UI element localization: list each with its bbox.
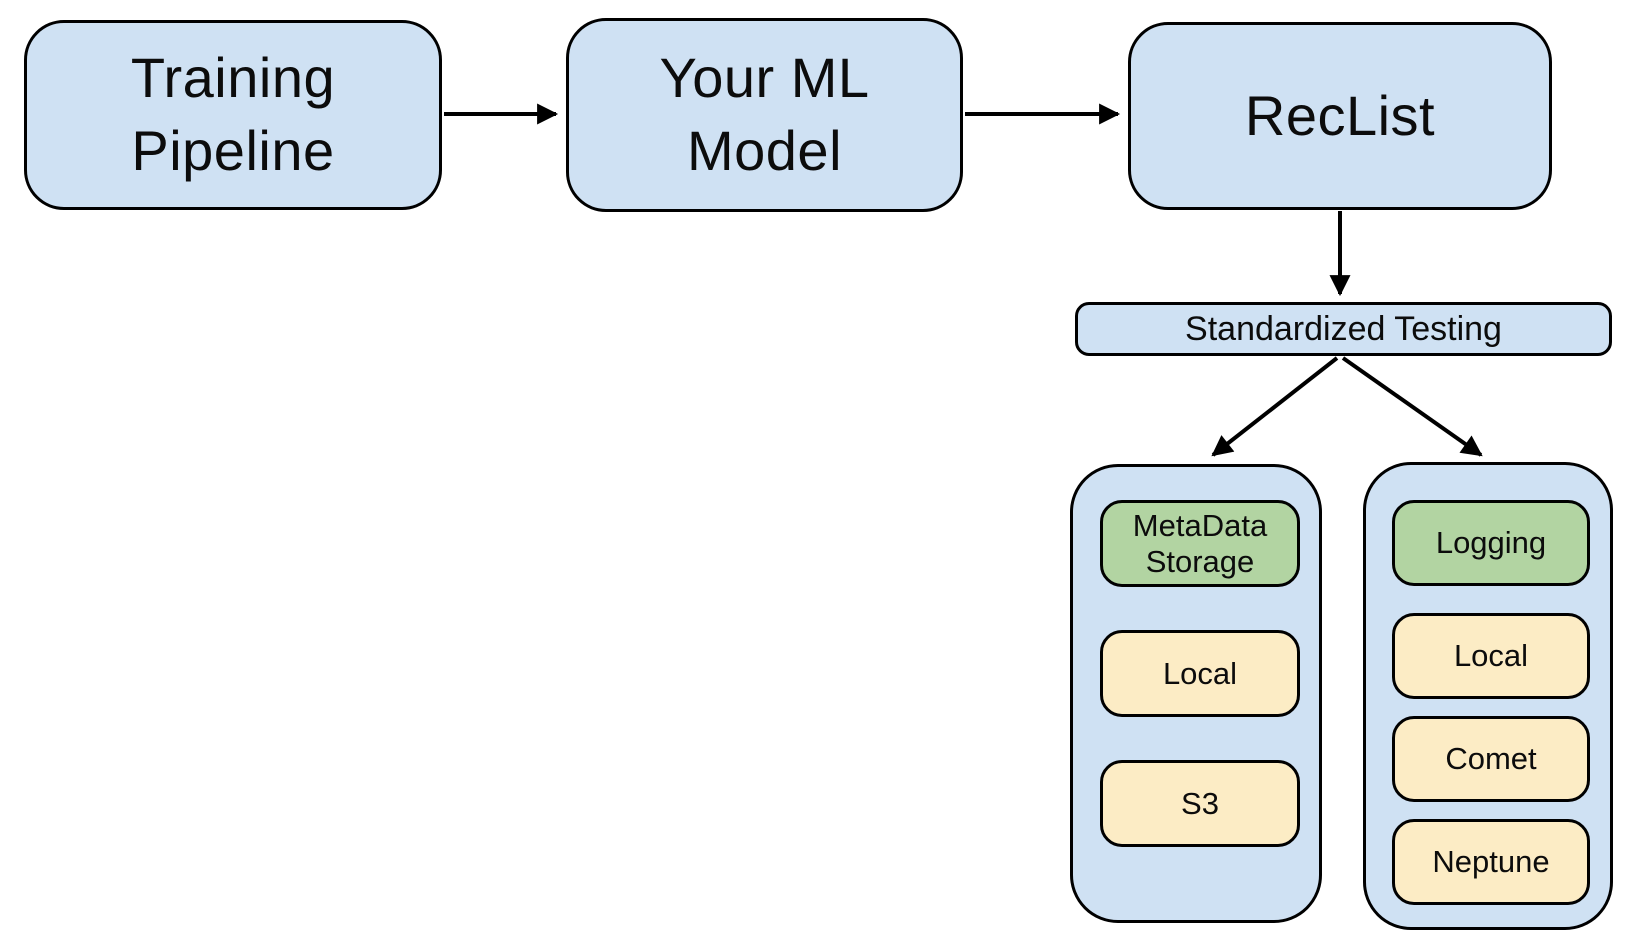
node-logging-comet: Comet bbox=[1392, 716, 1590, 802]
node-label-line: Storage bbox=[1145, 543, 1255, 579]
node-training-pipeline: Training Pipeline bbox=[24, 20, 442, 210]
node-label: Standardized Testing bbox=[1185, 309, 1502, 348]
node-storage-local: Local bbox=[1100, 630, 1300, 717]
node-standardized-testing: Standardized Testing bbox=[1075, 302, 1612, 356]
node-label: Logging bbox=[1435, 525, 1547, 561]
node-label: Local bbox=[1162, 655, 1238, 691]
node-logging-local: Local bbox=[1392, 613, 1590, 699]
node-label-line: Training bbox=[130, 46, 336, 110]
node-label-line: Model bbox=[686, 119, 843, 182]
node-label: Comet bbox=[1445, 741, 1537, 777]
node-reclist: RecList bbox=[1128, 22, 1552, 210]
node-logging-header: Logging bbox=[1392, 500, 1590, 586]
node-label-line: Pipeline bbox=[131, 119, 335, 182]
node-metadata-storage-header: MetaData Storage bbox=[1100, 500, 1300, 587]
connector-testing-to-metadata-group bbox=[1211, 356, 1339, 457]
node-label: Local bbox=[1453, 638, 1529, 674]
group-metadata-storage: MetaData Storage Local S3 bbox=[1070, 464, 1322, 923]
node-label-line: MetaData bbox=[1132, 507, 1268, 543]
connector-testing-to-logging-group bbox=[1341, 356, 1483, 457]
node-label: Neptune bbox=[1432, 844, 1550, 880]
node-logging-neptune: Neptune bbox=[1392, 819, 1590, 905]
node-your-ml-model: Your ML Model bbox=[566, 18, 963, 212]
node-label: RecList bbox=[1244, 83, 1436, 147]
node-label-line: Your ML bbox=[659, 46, 870, 110]
node-label: S3 bbox=[1181, 785, 1219, 821]
node-storage-s3: S3 bbox=[1100, 760, 1300, 847]
group-logging: Logging Local Comet Neptune bbox=[1363, 462, 1613, 930]
